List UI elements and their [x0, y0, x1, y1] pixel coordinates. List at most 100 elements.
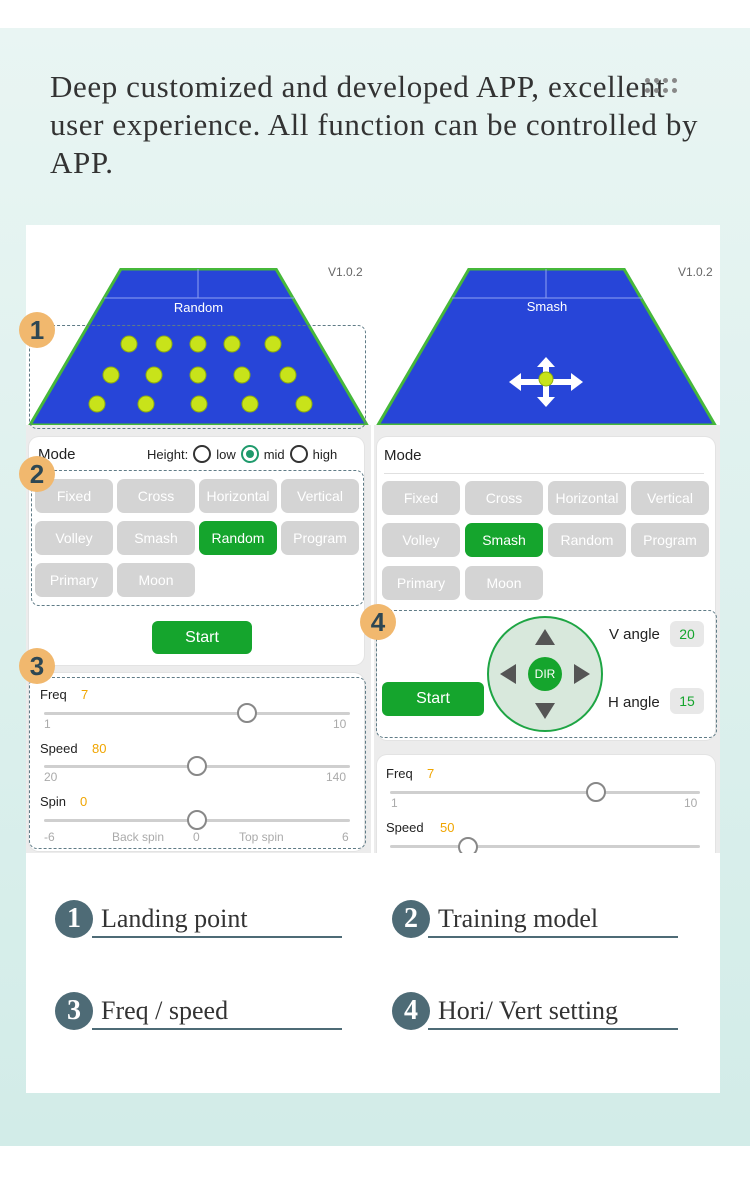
landing-point-highlight: [29, 325, 366, 429]
spin-label: Spin: [40, 794, 67, 809]
spin-value: 0: [80, 794, 88, 809]
legend-text: Landing point: [101, 904, 248, 933]
spin-back-label: Back spin: [112, 830, 165, 844]
mode-label: Mode: [384, 447, 422, 464]
spin-mid: 0: [193, 830, 200, 844]
freq-value: 7: [81, 687, 89, 702]
freq-label: Freq: [386, 766, 413, 781]
speed-thumb[interactable]: [458, 837, 478, 853]
divider: [384, 473, 704, 474]
freq-max: 10: [684, 796, 698, 810]
speed-thumb[interactable]: [187, 756, 207, 776]
freq-label: Freq: [40, 687, 67, 702]
start-button[interactable]: Start: [152, 621, 252, 654]
court-mode-label: Random: [173, 300, 224, 315]
height-option-low: low: [216, 446, 236, 462]
height-selector: Height: low mid high: [147, 445, 337, 463]
spin-top-label: Top spin: [239, 830, 284, 844]
height-radio-mid[interactable]: [240, 445, 259, 463]
mode-button-vertical[interactable]: Vertical: [631, 481, 709, 515]
legend-underline: [428, 936, 678, 938]
mode-button-smash[interactable]: Smash: [465, 523, 543, 557]
height-radio-high[interactable]: [289, 445, 308, 463]
mode-button-program[interactable]: Program: [631, 523, 709, 557]
mode-button-primary[interactable]: Primary: [35, 563, 113, 597]
speed-min: 20: [44, 770, 58, 784]
h-angle-label: H angle: [608, 694, 660, 711]
height-option-high: high: [312, 446, 338, 462]
speed-value: 50: [440, 820, 455, 835]
mode-button-program[interactable]: Program: [281, 521, 359, 555]
mode-button-cross[interactable]: Cross: [465, 481, 543, 515]
slider-panel: [377, 755, 715, 853]
spin-min: -6: [44, 830, 55, 844]
spin-max: 6: [342, 830, 349, 844]
court-mode-label: Smash: [526, 299, 568, 314]
legend-text: Training model: [438, 904, 599, 933]
speed-label: Speed: [386, 820, 424, 835]
legend-number: 4: [392, 992, 430, 1030]
right-app-screen: V1.0.2 Smash Mode Fixed Cross Horizontal…: [374, 225, 720, 853]
mode-button-cross[interactable]: Cross: [117, 479, 195, 513]
legend-underline: [92, 1028, 342, 1030]
freq-value: 7: [427, 766, 435, 781]
down-arrow-icon: [535, 703, 555, 719]
mode-button-smash[interactable]: Smash: [117, 521, 195, 555]
mode-button-volley[interactable]: Volley: [382, 523, 460, 557]
freq-track[interactable]: [44, 712, 350, 715]
mode-button-random[interactable]: Random: [199, 521, 277, 555]
speed-label: Speed: [40, 741, 78, 756]
direction-pad[interactable]: [486, 615, 604, 733]
spin-thumb[interactable]: [187, 810, 207, 830]
mode-button-horizontal[interactable]: Horizontal: [548, 481, 626, 515]
start-button[interactable]: Start: [382, 682, 484, 716]
legend-number: 3: [55, 992, 93, 1030]
slider-highlight: [29, 677, 366, 849]
version-label: V1.0.2: [678, 265, 713, 279]
speed-track[interactable]: [390, 845, 700, 848]
height-label: Height:: [147, 446, 189, 462]
v-angle-value[interactable]: 20: [670, 621, 704, 647]
mode-button-random[interactable]: Random: [548, 523, 626, 557]
speed-max: 140: [326, 770, 347, 784]
direction-highlight: [376, 610, 717, 738]
freq-track[interactable]: [390, 791, 700, 794]
speed-value: 80: [92, 741, 107, 756]
badge-3: 3: [19, 648, 55, 684]
mode-button-vertical[interactable]: Vertical: [281, 479, 359, 513]
right-arrow-icon: [574, 664, 590, 684]
legend-text: Hori/ Vert setting: [438, 996, 619, 1025]
badge-2: 2: [19, 456, 55, 492]
mode-button-moon[interactable]: Moon: [465, 566, 543, 600]
badge-4: 4: [360, 604, 396, 640]
mode-button-volley[interactable]: Volley: [35, 521, 113, 555]
height-option-mid: mid: [263, 446, 285, 462]
legend-item-hori-vert-setting: 4 Hori/ Vert setting: [392, 992, 618, 1030]
height-radio-low[interactable]: [193, 445, 212, 463]
dir-button[interactable]: DIR: [534, 667, 556, 681]
legend-text: Freq / speed: [101, 996, 229, 1025]
mode-button-fixed[interactable]: Fixed: [382, 481, 460, 515]
freq-thumb[interactable]: [237, 703, 257, 723]
h-angle-value[interactable]: 15: [670, 688, 704, 714]
legend-number: 2: [392, 900, 430, 938]
legend-item-freq-speed: 3 Freq / speed: [55, 992, 228, 1030]
mode-button-moon[interactable]: Moon: [117, 563, 195, 597]
up-arrow-icon: [535, 629, 555, 645]
left-app-screen: V1.0.2 Random Mode Height: low mid high …: [26, 225, 371, 853]
freq-max: 10: [333, 717, 347, 731]
legend-underline: [92, 936, 342, 938]
mode-button-primary[interactable]: Primary: [382, 566, 460, 600]
legend-item-training-model: 2 Training model: [392, 900, 598, 938]
freq-thumb[interactable]: [586, 782, 606, 802]
menu-dots-icon: [645, 78, 677, 94]
headline: Deep customized and developed APP, excel…: [50, 69, 699, 180]
freq-min: 1: [391, 796, 398, 810]
v-angle-label: V angle: [609, 626, 660, 643]
legend-number: 1: [55, 900, 93, 938]
freq-min: 1: [44, 717, 51, 731]
move-arrows-icon[interactable]: [509, 357, 583, 407]
legend-underline: [428, 1028, 678, 1030]
landing-points[interactable]: [26, 325, 371, 425]
mode-button-horizontal[interactable]: Horizontal: [199, 479, 277, 513]
